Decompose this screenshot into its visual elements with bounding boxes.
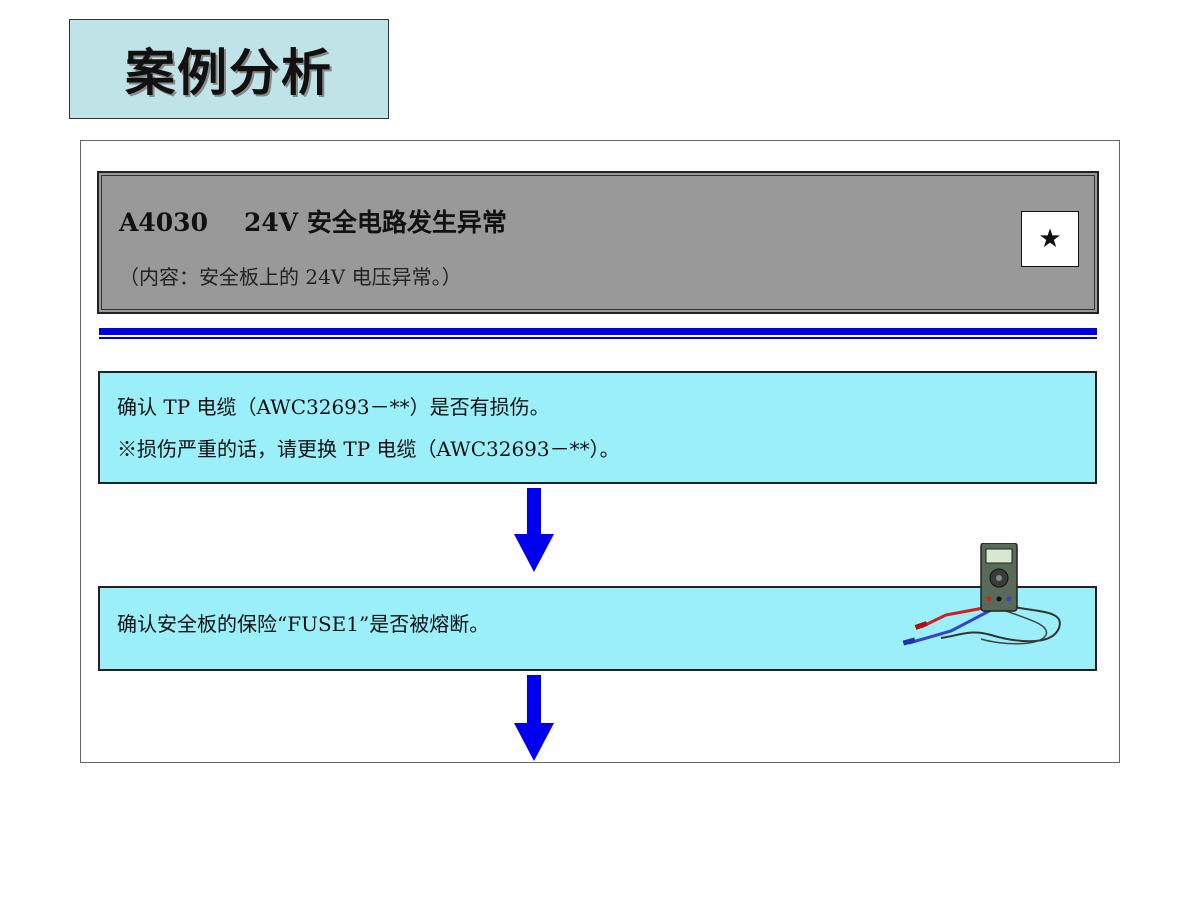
step-1-line-2: ※损伤严重的话，请更换 TP 电缆（AWC32693－**）。 (117, 437, 620, 461)
multimeter-icon (902, 543, 1061, 646)
step-1-line-1: 确认 TP 电缆（AWC32693－**）是否有损伤。 (117, 395, 550, 419)
content-frame: A4030 24V 安全电路发生异常 （内容：安全板上的 24V 电压异常。） ★… (80, 140, 1120, 763)
step-box-1: 确认 TP 电缆（AWC32693－**）是否有损伤。 ※损伤严重的话，请更换 … (98, 371, 1097, 484)
alarm-header: A4030 24V 安全电路发生异常 （内容：安全板上的 24V 电压异常。） ★ (97, 171, 1099, 314)
alarm-title: 24V 安全电路发生异常 (244, 208, 507, 237)
divider-thin-line (99, 337, 1097, 339)
arrow-down-icon (514, 488, 554, 572)
alarm-code: A4030 (119, 208, 208, 237)
blue-divider (99, 328, 1097, 340)
step-box-2: 确认安全板的保险“FUSE1”是否被熔断。 (98, 586, 1097, 671)
step-2-line-1: 确认安全板的保险“FUSE1”是否被熔断。 (117, 612, 490, 636)
alarm-title-line: A4030 24V 安全电路发生异常 (119, 203, 507, 239)
star-glyph: ★ (1038, 224, 1062, 254)
slide-title-box: 案例分析 (69, 19, 389, 119)
alarm-description: （内容：安全板上的 24V 电压异常。） (119, 265, 462, 289)
divider-thick-line (99, 328, 1097, 335)
arrow-down-icon (514, 675, 554, 761)
star-icon: ★ (1021, 211, 1079, 267)
slide-title: 案例分析 (125, 44, 333, 102)
